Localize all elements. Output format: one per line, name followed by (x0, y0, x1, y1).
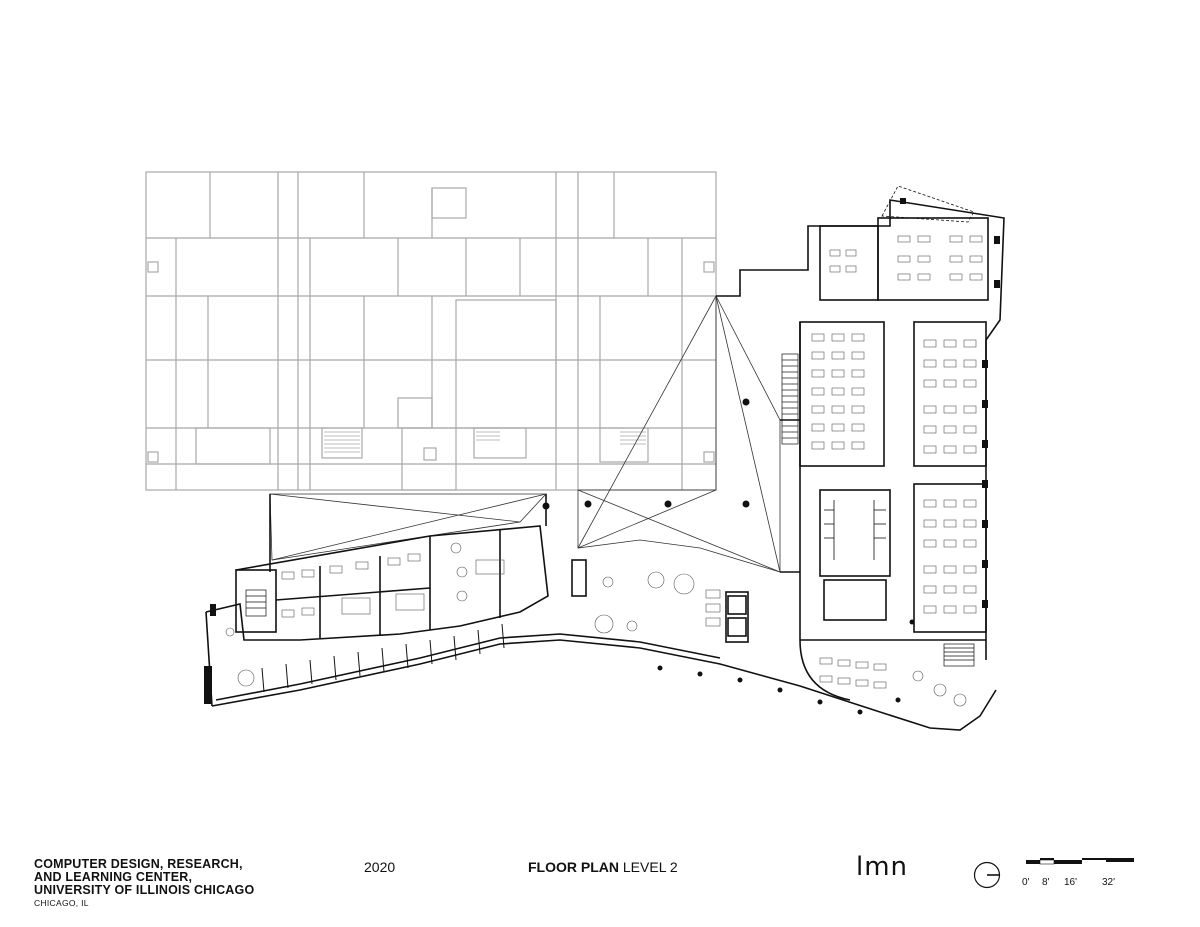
east-stair[interactable] (943, 643, 975, 667)
project-title-line: AND LEARNING CENTER, (34, 870, 193, 884)
structural-columns (657, 619, 915, 715)
atrium-open-to-below (269, 295, 781, 573)
atrium-columns[interactable] (542, 398, 750, 510)
office-row-south (261, 623, 505, 693)
north-rooms-tables (829, 235, 983, 281)
terrace-post (900, 198, 906, 204)
scale-label: 16' (1064, 877, 1078, 888)
grand-stair[interactable] (781, 353, 799, 445)
classroom-c (923, 499, 977, 614)
lounge-seating (225, 542, 967, 707)
facade-mullions (204, 236, 1000, 704)
terrace-outline (881, 185, 975, 223)
scale-bar-labels: 0' 8' 16' 32' (1020, 877, 1140, 891)
classroom-a (811, 333, 865, 450)
project-location: CHICAGO, IL (34, 898, 89, 908)
classroom-b (923, 339, 977, 454)
restroom-fixtures (824, 500, 886, 560)
north-arrow-icon (973, 861, 1001, 889)
existing-building (145, 171, 717, 491)
sheet-title-level: LEVEL 2 (619, 859, 678, 875)
floor-plan-drawing (145, 171, 1005, 731)
scale-label: 0' (1022, 877, 1030, 888)
classroom-desks (225, 235, 983, 707)
project-year: 2020 (364, 859, 396, 875)
east-wing (571, 199, 1005, 701)
west-wing-tables (281, 553, 505, 618)
scale-label: 8' (1042, 877, 1050, 888)
project-title-line: COMPUTER DESIGN, RESEARCH, (34, 857, 243, 871)
west-stair[interactable] (245, 589, 267, 617)
sheet-title: FLOOR PLAN LEVEL 2 (528, 859, 678, 875)
firm-logo: lmn (856, 852, 909, 882)
scale-label: 32' (1102, 877, 1116, 888)
scale-bar-icon (1026, 858, 1134, 865)
west-wing (205, 494, 997, 731)
sheet-title-bold: FLOOR PLAN (528, 859, 619, 875)
project-title-line: UNIVERSITY OF ILLINOIS CHICAGO (34, 883, 255, 897)
existing-stairs (324, 431, 646, 453)
project-title: COMPUTER DESIGN, RESEARCH, AND LEARNING … (34, 858, 354, 897)
